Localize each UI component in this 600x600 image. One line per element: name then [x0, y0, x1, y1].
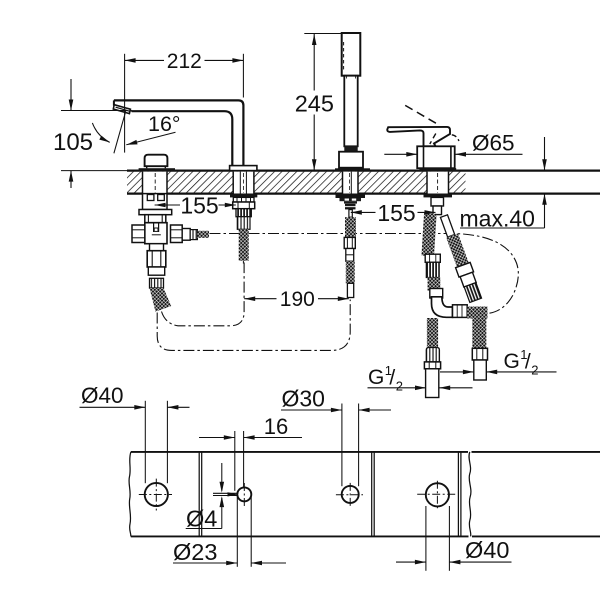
svg-text:1: 1 — [520, 347, 527, 362]
svg-text:/: / — [525, 350, 531, 373]
svg-text:2: 2 — [396, 378, 403, 393]
svg-text:155: 155 — [180, 193, 218, 219]
svg-text:G: G — [504, 350, 520, 373]
svg-text:212: 212 — [167, 50, 202, 73]
svg-text:16: 16 — [264, 414, 288, 439]
svg-text:Ø4: Ø4 — [186, 505, 217, 531]
svg-text:G: G — [368, 366, 384, 389]
svg-text:Ø40: Ø40 — [81, 383, 124, 408]
svg-text:Ø40: Ø40 — [465, 537, 509, 563]
svg-text:Ø65: Ø65 — [472, 130, 515, 155]
svg-text:1: 1 — [385, 363, 392, 378]
svg-text:2: 2 — [531, 362, 538, 377]
svg-text:/: / — [389, 366, 395, 389]
svg-text:Ø23: Ø23 — [173, 539, 217, 565]
svg-text:max.40: max.40 — [460, 205, 535, 231]
svg-text:190: 190 — [280, 288, 315, 311]
svg-text:105: 105 — [53, 129, 93, 156]
svg-text:Ø30: Ø30 — [282, 385, 325, 411]
svg-text:155: 155 — [377, 200, 415, 226]
svg-text:16°: 16° — [148, 112, 181, 136]
svg-text:245: 245 — [295, 91, 334, 117]
